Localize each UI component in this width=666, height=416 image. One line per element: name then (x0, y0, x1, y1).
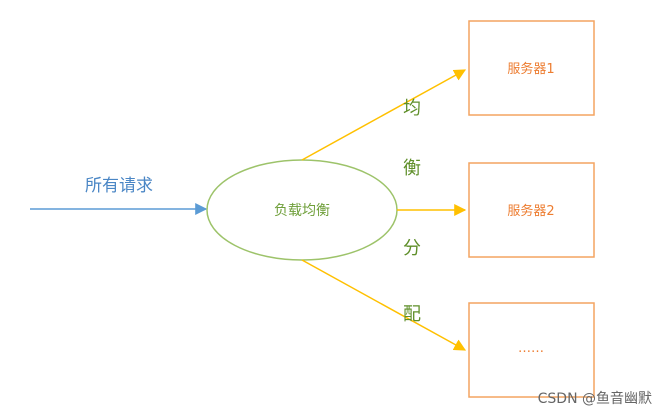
server-1-box (468, 20, 595, 116)
server-2-box (468, 162, 595, 258)
distribution-char-3: 分 (403, 238, 421, 259)
input-label: 所有请求 (85, 176, 153, 196)
distribution-char-2: 衡 (403, 158, 421, 179)
server-3-label: …… (518, 341, 544, 356)
server-3-box (468, 302, 595, 398)
load-balancer-label: 负载均衡 (274, 203, 330, 219)
distribution-char-1: 均 (403, 98, 421, 119)
server-2-label: 服务器2 (507, 203, 554, 219)
server-1-label: 服务器1 (507, 61, 554, 77)
distribution-char-4: 配 (403, 304, 421, 325)
arrow-to-server-1 (301, 69, 467, 161)
watermark: CSDN @鱼音幽默 (538, 390, 652, 407)
arrow-to-server-3 (301, 259, 467, 351)
